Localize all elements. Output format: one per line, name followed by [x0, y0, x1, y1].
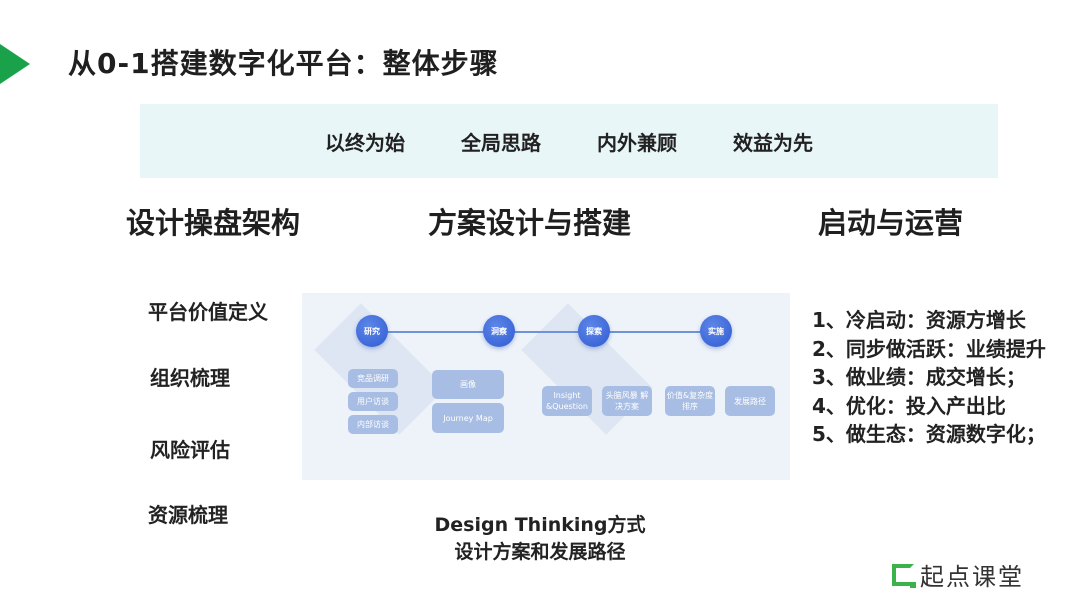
operations-step: 2、同步做活跃：业绩提升: [812, 336, 1046, 361]
left-list-item: 平台价值定义: [148, 300, 268, 324]
stage-node: 研究: [356, 315, 388, 347]
title-arrow-icon: [0, 44, 30, 84]
left-list-item: 风险评估: [150, 438, 230, 462]
brand-logo: 起点课堂: [892, 557, 1024, 592]
diagram-box: 内部访谈: [348, 415, 398, 434]
stage-node: 实施: [700, 315, 732, 347]
operations-step-list: 1、冷启动：资源方增长 2、同步做活跃：业绩提升 3、做业绩：成交增长； 4、优…: [812, 306, 1046, 449]
logo-mark-icon: [892, 563, 916, 588]
column-heading-middle: 方案设计与搭建: [428, 206, 632, 240]
diagram-box: 头脑风暴 解决方案: [602, 386, 652, 416]
design-thinking-diagram: 研究 洞察 探索 实施 竞品调研 用户访谈 内部访谈 画像 Journey Ma…: [302, 293, 790, 480]
stage-node: 洞察: [483, 315, 515, 347]
column-heading-right: 启动与运营: [818, 206, 964, 240]
diagram-box: 画像: [432, 370, 504, 399]
diagram-box: Insight &Question: [542, 386, 592, 416]
diagram-box: 价值&复杂度 排序: [665, 386, 715, 416]
principle-item: 效益为先: [733, 130, 813, 155]
operations-step: 3、做业绩：成交增长；: [812, 365, 1026, 389]
caption-line-1: Design Thinking方式: [434, 514, 646, 536]
left-list-item: 资源梳理: [148, 503, 228, 527]
column-heading-left: 设计操盘架构: [126, 206, 301, 240]
caption-line-2: 设计方案和发展路径: [454, 541, 626, 563]
principle-item: 以终为始: [325, 130, 405, 155]
diagram-caption: Design Thinking方式 设计方案和发展路径: [400, 512, 680, 566]
logo-text: 起点课堂: [920, 563, 1024, 591]
operations-step: 5、做生态：资源数字化；: [812, 422, 1046, 446]
principle-item: 内外兼顾: [597, 130, 677, 155]
operations-step: 1、冷启动：资源方增长: [812, 308, 1026, 332]
diagram-box: 用户访谈: [348, 392, 398, 411]
stage-node: 探索: [578, 315, 610, 347]
diagram-box: Journey Map: [432, 403, 504, 433]
operations-step: 4、优化：投入产出比: [812, 393, 1006, 418]
page-title: 从0-1搭建数字化平台：整体步骤: [68, 47, 499, 80]
principles-banner: 以终为始 全局思路 内外兼顾 效益为先: [140, 104, 998, 178]
principle-item: 全局思路: [461, 130, 541, 155]
diagram-box: 竞品调研: [348, 369, 398, 388]
stage-connector-line: [372, 331, 718, 333]
diagram-box: 发展路径: [725, 386, 775, 416]
left-list-item: 组织梳理: [150, 366, 230, 390]
